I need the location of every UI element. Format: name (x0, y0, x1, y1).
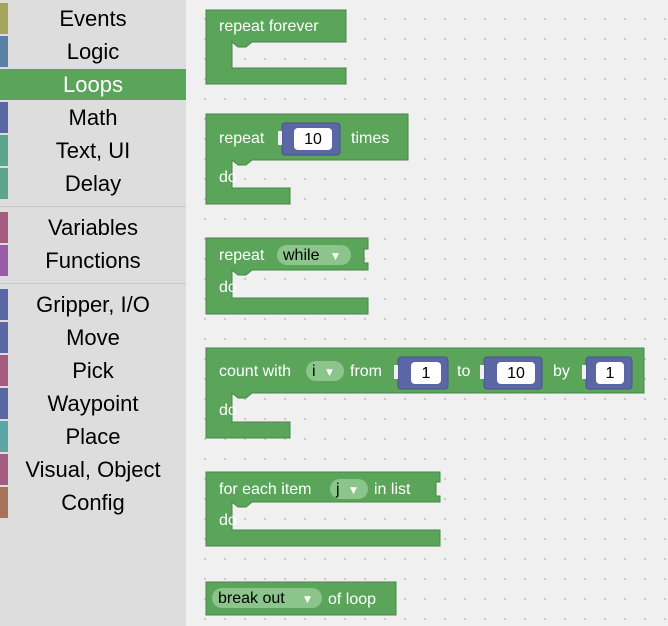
category-label: Config (61, 489, 125, 515)
category-color-swatch (0, 487, 8, 518)
dropdown-value: break out (218, 590, 285, 607)
to-field[interactable] (497, 362, 535, 384)
block-label-suffix: of loop (328, 591, 376, 608)
toolbox-category-math[interactable]: Math (0, 102, 186, 133)
by-label: by (553, 363, 570, 380)
block-canvas: repeat forever repeat 10 times do repeat… (205, 9, 645, 616)
toolbox-category-place[interactable]: Place (0, 421, 186, 452)
chevron-down-icon: ▼ (332, 252, 339, 262)
toolbox-category-logic[interactable]: Logic (0, 36, 186, 67)
block-label: for each item (219, 481, 311, 498)
dropdown-value: j (335, 481, 340, 498)
block-label: count with (219, 363, 291, 380)
repeat-count-field[interactable] (294, 128, 332, 150)
toolbox-category-text-ui[interactable]: Text, UI (0, 135, 186, 166)
block-label-suffix: times (351, 130, 389, 147)
category-color-swatch (0, 36, 8, 67)
for-each-block[interactable]: for each item j ▼ in list do (205, 471, 441, 547)
category-label: Place (65, 423, 121, 449)
chevron-down-icon: ▼ (350, 486, 357, 496)
category-color-swatch (0, 388, 8, 419)
category-color-swatch (0, 454, 8, 485)
category-label: Variables (47, 214, 139, 240)
chevron-down-icon: ▼ (304, 595, 311, 605)
category-color-swatch (0, 168, 8, 199)
value-connector (480, 365, 484, 379)
category-color-swatch (0, 3, 8, 34)
toolbox-category-delay[interactable]: Delay (0, 168, 186, 199)
dropdown-value: i (312, 363, 316, 380)
break-mode-dropdown[interactable] (212, 588, 322, 608)
value-connector (582, 365, 586, 379)
by-value: 1 (606, 365, 615, 382)
value-connector (278, 131, 282, 145)
block-label: repeat forever (219, 18, 319, 35)
category-label: Loops (63, 71, 123, 97)
toolbox-category-config[interactable]: Config (0, 487, 186, 518)
count-with-block[interactable]: count with i ▼ from 1 to 10 by 1 do (205, 347, 645, 439)
category-color-swatch (0, 289, 8, 320)
toolbox-category-pick[interactable]: Pick (0, 355, 186, 386)
toolbox-category-events[interactable]: Events (0, 3, 186, 34)
from-field[interactable] (411, 362, 441, 384)
in-list-label: in list (374, 481, 411, 498)
category-label: Functions (45, 247, 141, 273)
toolbox-separator (0, 283, 186, 284)
block-do-label: do (219, 402, 237, 419)
category-label: Visual, Object (25, 456, 161, 482)
repeat-count-value: 10 (304, 131, 322, 148)
to-label: to (457, 363, 470, 380)
to-value: 10 (507, 365, 525, 382)
chevron-down-icon: ▼ (326, 368, 333, 378)
category-color-swatch (0, 69, 8, 100)
category-color-swatch (0, 322, 8, 353)
block-label: repeat (219, 247, 265, 264)
toolbox-category-move[interactable]: Move (0, 322, 186, 353)
category-color-swatch (0, 355, 8, 386)
category-label: Math (68, 104, 118, 130)
for-each-variable-dropdown[interactable] (330, 479, 368, 499)
toolbox-category-variables[interactable]: Variables (0, 212, 186, 243)
dropdown-value: while (282, 247, 320, 264)
repeat-times-block[interactable]: repeat 10 times do (205, 113, 409, 205)
workspace[interactable]: repeat forever repeat 10 times do repeat… (186, 0, 668, 626)
category-label: Pick (72, 357, 114, 383)
category-color-swatch (0, 421, 8, 452)
category-label: Move (66, 324, 120, 350)
toolbox-category-loops[interactable]: Loops (0, 69, 186, 100)
toolbox-separator (0, 206, 186, 207)
category-color-swatch (0, 245, 8, 276)
repeat-forever-block[interactable]: repeat forever (205, 9, 347, 85)
category-color-swatch (0, 102, 8, 133)
from-value: 1 (422, 365, 431, 382)
block-label: repeat (219, 130, 265, 147)
category-color-swatch (0, 135, 8, 166)
by-field[interactable] (596, 362, 624, 384)
category-label: Gripper, I/O (36, 291, 150, 317)
category-label: Waypoint (47, 390, 139, 416)
repeat-while-block[interactable]: repeat while ▼ do (205, 237, 369, 315)
category-label: Text, UI (55, 137, 131, 163)
toolbox: Events Logic Loops Math Text, UI Delay V… (0, 0, 186, 626)
block-do-label: do (219, 512, 237, 529)
category-color-swatch (0, 212, 8, 243)
category-label: Events (59, 5, 127, 31)
value-connector (394, 365, 398, 379)
block-do-label: do (219, 279, 237, 296)
count-variable-dropdown[interactable] (306, 361, 344, 381)
from-label: from (350, 363, 382, 380)
toolbox-category-gripper-io[interactable]: Gripper, I/O (0, 289, 186, 320)
block-do-label: do (219, 169, 237, 186)
while-mode-dropdown[interactable] (277, 245, 351, 265)
toolbox-category-waypoint[interactable]: Waypoint (0, 388, 186, 419)
toolbox-category-functions[interactable]: Functions (0, 245, 186, 276)
category-label: Logic (66, 38, 120, 64)
category-label: Delay (64, 170, 122, 196)
break-out-block[interactable]: break out ▼ of loop (205, 581, 397, 616)
toolbox-category-visual-object[interactable]: Visual, Object (0, 454, 186, 485)
